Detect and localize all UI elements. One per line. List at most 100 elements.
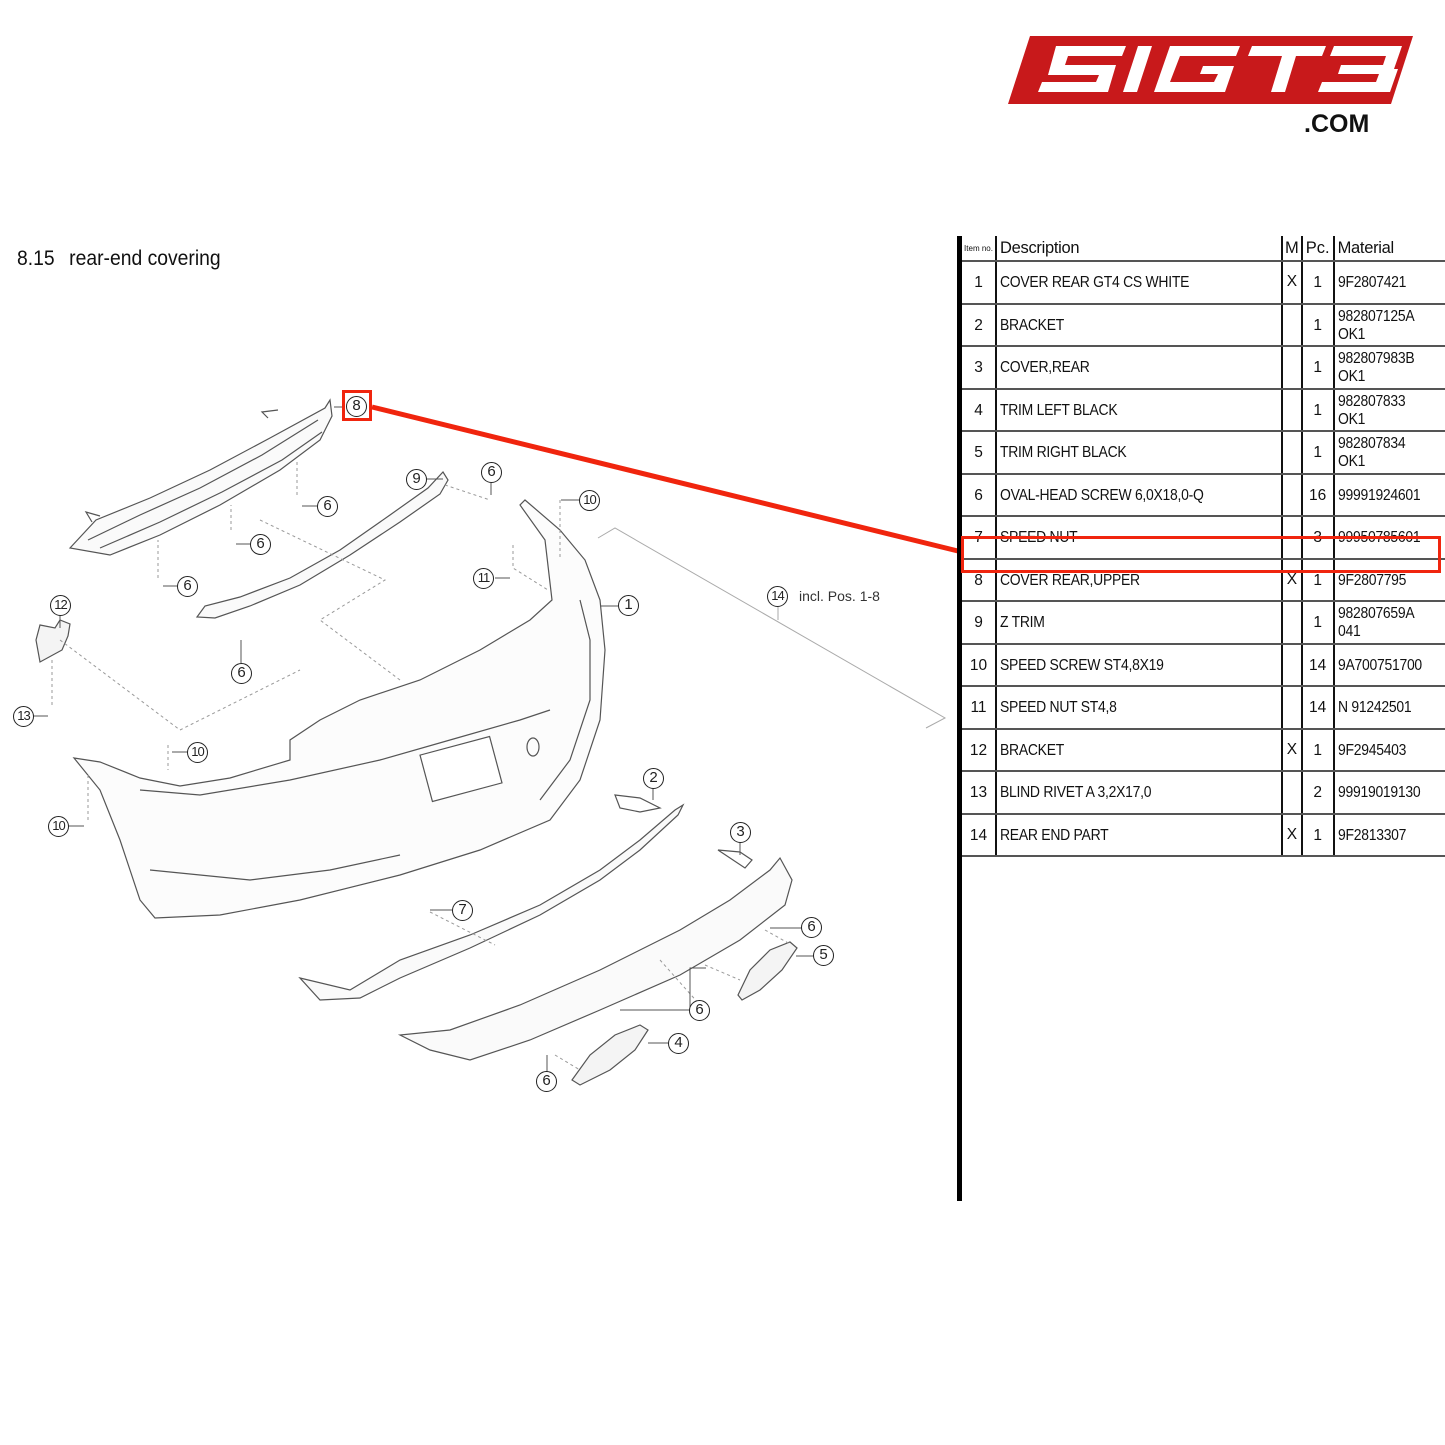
item-number-text: 1 (974, 274, 983, 292)
item-quantity-text: 2 (1313, 784, 1322, 802)
section-number: 8.15 (17, 247, 55, 270)
item-quantity: 3 (1301, 516, 1335, 560)
item-quantity-text: 1 (1313, 614, 1322, 632)
item-number-text: 4 (974, 401, 983, 419)
callout-12[interactable]: 12 (50, 595, 71, 616)
assembly-note: incl. Pos. 1-8 (799, 588, 880, 604)
item-material-number: 9F2807795 (1333, 558, 1445, 602)
item-quantity-text: 1 (1313, 401, 1322, 419)
item-description: COVER,REAR (996, 346, 1283, 390)
callout-6[interactable]: 6 (536, 1071, 557, 1092)
item-number-text: 7 (974, 529, 983, 547)
item-m-flag (1282, 516, 1303, 560)
callout-2[interactable]: 2 (643, 768, 664, 789)
item-m-flag: X (1282, 813, 1303, 857)
callout-10[interactable]: 10 (48, 816, 69, 837)
item-material-number-text: 9F2807421 (1337, 274, 1406, 292)
item-material-number: 982807983B OK1 (1333, 346, 1445, 390)
item-quantity-text: 3 (1313, 529, 1322, 547)
part-1-cover-rear (72, 499, 606, 919)
item-description: OVAL-HEAD SCREW 6,0X18,0-Q (996, 473, 1283, 517)
callout-5[interactable]: 5 (813, 945, 834, 966)
item-number-text: 11 (970, 699, 987, 717)
item-quantity: 14 (1301, 643, 1335, 687)
callout-10[interactable]: 10 (579, 490, 600, 511)
callout-6[interactable]: 6 (801, 917, 822, 938)
callout-10[interactable]: 10 (187, 742, 208, 763)
page-title: 8.15 rear-end covering (17, 247, 221, 271)
item-quantity: 2 (1301, 771, 1335, 815)
item-material-number: 99991924601 (1333, 473, 1445, 517)
callout-3[interactable]: 3 (730, 822, 751, 843)
assembly-14-bracket (597, 527, 947, 729)
item-m-flag (1282, 686, 1303, 730)
callout-4[interactable]: 4 (668, 1033, 689, 1054)
callout-13[interactable]: 13 (13, 706, 34, 727)
callout-6[interactable]: 6 (250, 534, 271, 555)
item-description: SPEED NUT ST4,8 (996, 686, 1283, 730)
callout-11[interactable]: 11 (473, 568, 494, 589)
callout-6[interactable]: 6 (689, 1000, 710, 1021)
item-number-text: 10 (969, 656, 988, 674)
item-number: 13 (962, 771, 997, 815)
item-description: BRACKET (996, 303, 1283, 347)
item-material-number: 982807125A OK1 (1333, 303, 1445, 347)
callout-leaders (33, 406, 814, 1072)
part-12-bracket (35, 619, 71, 663)
table-row[interactable]: 4 TRIM LEFT BLACK 1 982807833 OK1 (962, 388, 1445, 432)
item-quantity-text: 1 (1313, 359, 1322, 377)
item-quantity: 16 (1301, 473, 1335, 517)
item-description-text: SPEED NUT ST4,8 (1000, 699, 1117, 717)
item-material-number-text: 982807125A OK1 (1337, 307, 1414, 343)
item-description-text: TRIM LEFT BLACK (1000, 401, 1118, 419)
callout-7[interactable]: 7 (452, 900, 473, 921)
callout-6[interactable]: 6 (177, 576, 198, 597)
part-5-trim-right (737, 941, 798, 1001)
item-number: 4 (962, 388, 997, 432)
item-m-flag: X (1282, 728, 1303, 772)
part-2-bracket (298, 803, 685, 1001)
item-quantity-text: 1 (1313, 741, 1322, 759)
item-quantity: 1 (1301, 813, 1335, 857)
item-number-text: 2 (974, 316, 983, 334)
item-material-number-text: 982807659A 041 (1337, 605, 1414, 641)
item-material-number-text: 982807983B OK1 (1337, 350, 1415, 386)
callout-6[interactable]: 6 (317, 496, 338, 517)
item-description-text: BLIND RIVET A 3,2X17,0 (1000, 784, 1152, 802)
item-number-text: 12 (969, 741, 988, 759)
item-description-text: COVER REAR GT4 CS WHITE (1000, 274, 1190, 292)
callout-14[interactable]: 14 (767, 586, 788, 607)
item-description-text: Z TRIM (1000, 614, 1045, 632)
callout-1[interactable]: 1 (618, 595, 639, 616)
item-quantity-text: 1 (1313, 571, 1322, 589)
item-quantity: 1 (1301, 431, 1335, 475)
item-number: 5 (962, 431, 997, 475)
callout-6[interactable]: 6 (231, 663, 252, 684)
item-material-number: 982807659A 041 (1333, 601, 1445, 645)
item-quantity: 14 (1301, 686, 1335, 730)
callout-6[interactable]: 6 (481, 462, 502, 483)
item-m-flag (1282, 431, 1303, 475)
callout-8[interactable]: 8 (346, 396, 367, 417)
item-material-number: 982807833 OK1 (1333, 388, 1445, 432)
item-number: 10 (962, 643, 997, 687)
site-logo[interactable] (1008, 36, 1413, 104)
callout-9[interactable]: 9 (406, 469, 427, 490)
item-m-flag-text: X (1286, 570, 1298, 588)
item-material-number: N 91242501 (1333, 686, 1445, 730)
item-material-number-text: 99991924601 (1337, 486, 1421, 504)
item-m-flag (1282, 303, 1303, 347)
